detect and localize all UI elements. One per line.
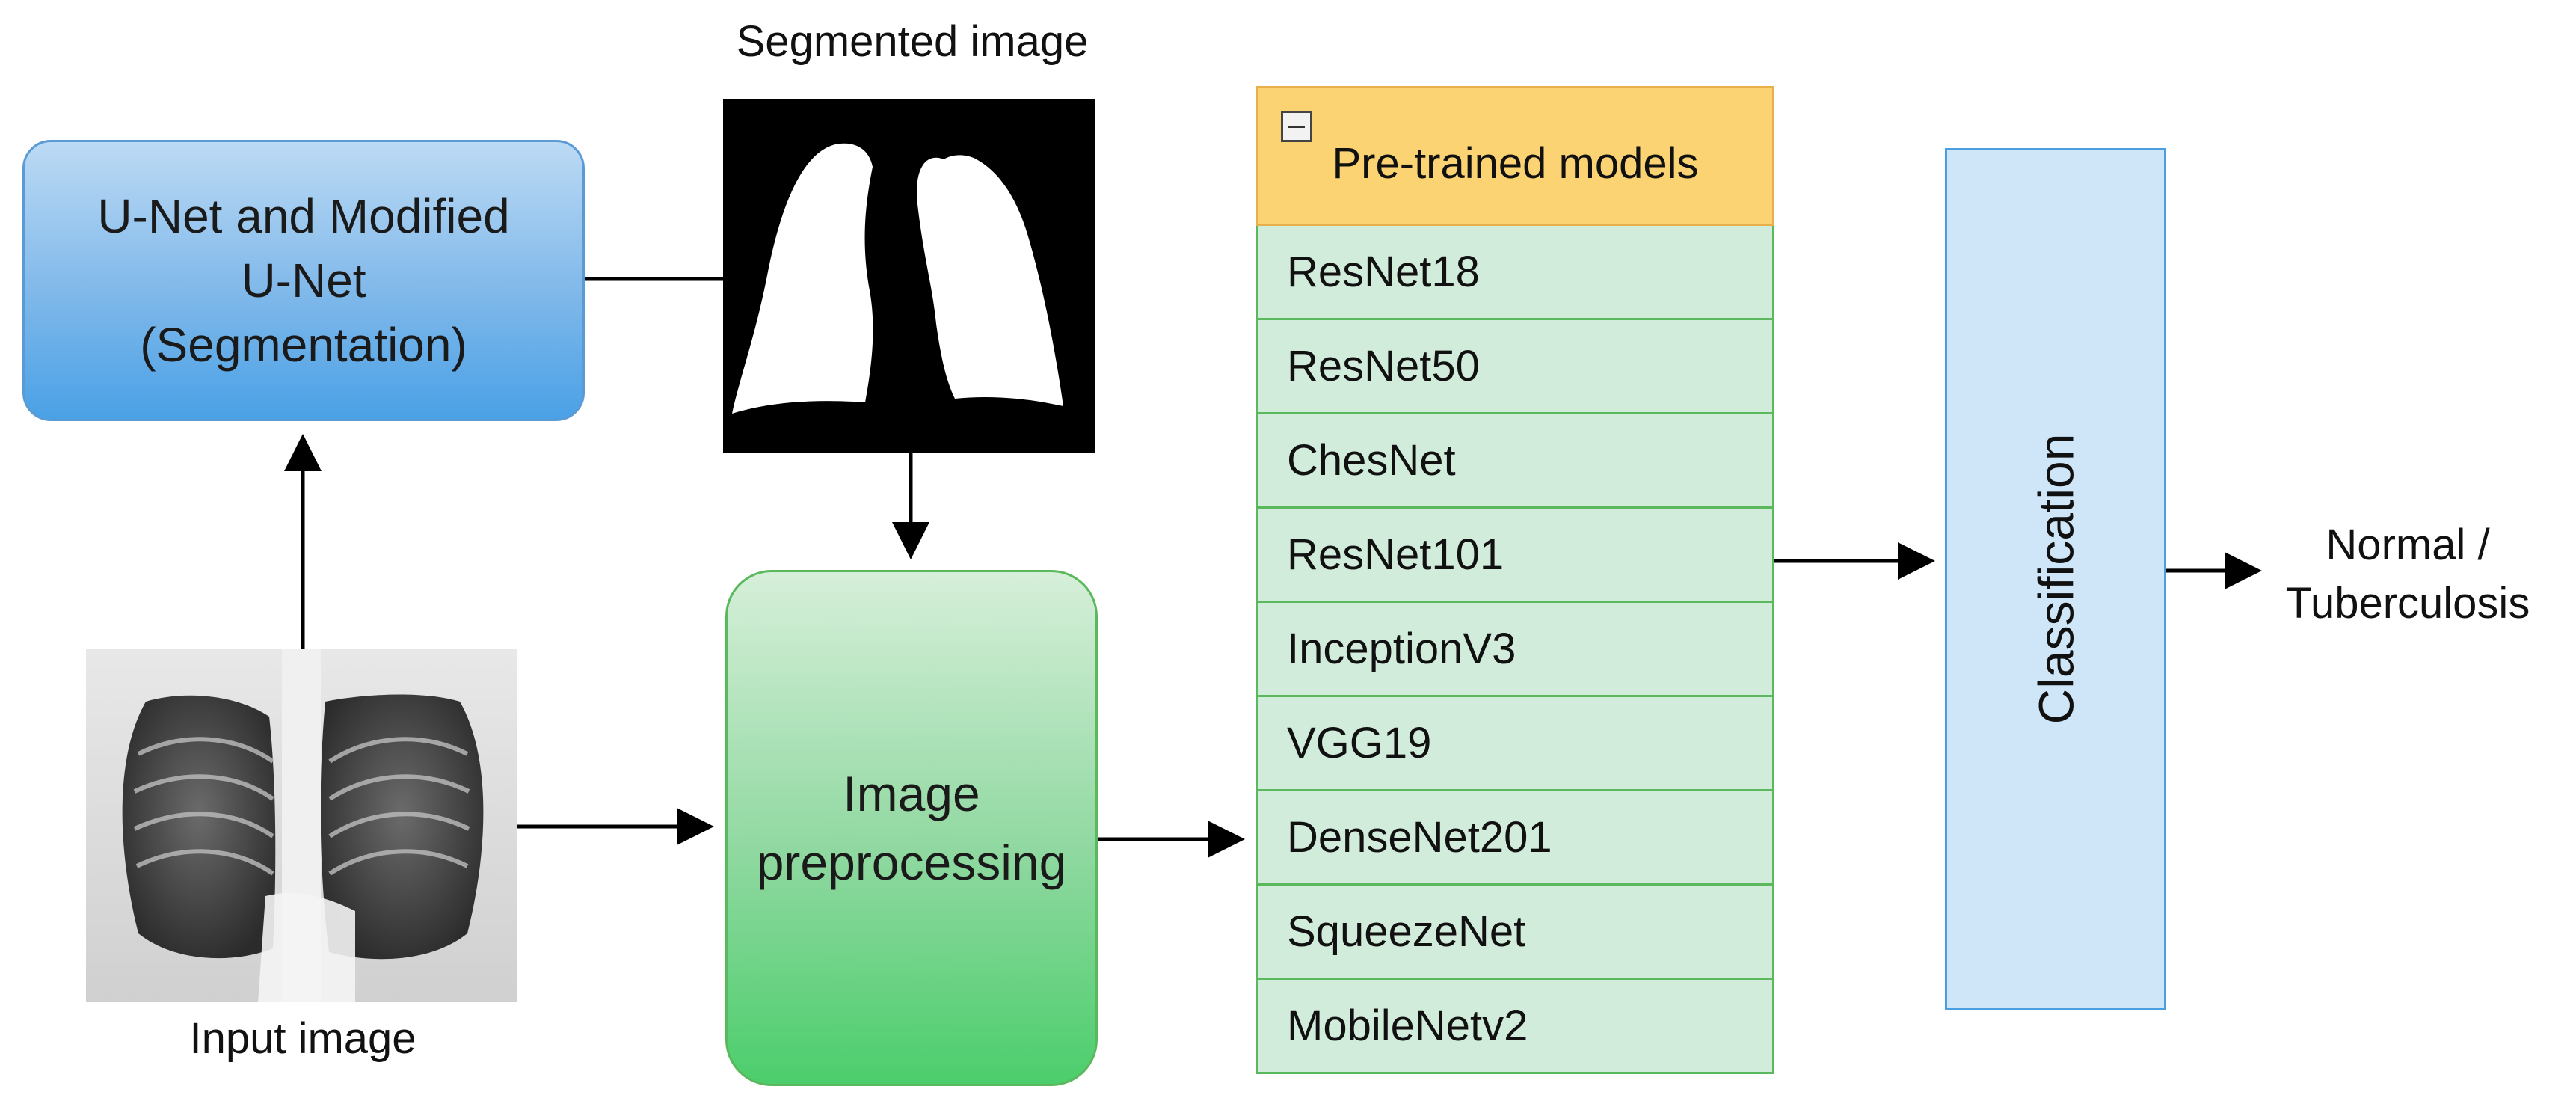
- model-item: ResNet18: [1256, 226, 1774, 320]
- collapse-icon[interactable]: [1281, 111, 1312, 142]
- image-preprocessing-box: Image preprocessing: [725, 570, 1098, 1086]
- model-item: InceptionV3: [1256, 603, 1774, 697]
- input-image-label: Input image: [189, 1014, 416, 1063]
- classification-box: Classification: [1945, 148, 2166, 1010]
- model-item: VGG19: [1256, 697, 1774, 791]
- unet-segmentation-box: U-Net and Modified U-Net (Segmentation): [22, 140, 585, 421]
- model-item: DenseNet201: [1256, 791, 1774, 886]
- model-item: SqueezeNet: [1256, 886, 1774, 980]
- pretrained-models-title: Pre-trained models: [1332, 139, 1699, 188]
- segmented-lung-image: [723, 99, 1095, 453]
- unet-segmentation-label: U-Net and Modified U-Net (Segmentation): [97, 189, 510, 372]
- pretrained-models-header: Pre-trained models: [1256, 86, 1774, 226]
- segmented-image-title: Segmented image: [736, 17, 1089, 66]
- model-item: ResNet50: [1256, 320, 1774, 414]
- image-preprocessing-label: Image preprocessing: [756, 766, 1067, 890]
- model-item: MobileNetv2: [1256, 980, 1774, 1074]
- input-chest-xray-image: [86, 649, 517, 1002]
- pretrained-models-container: Pre-trained models ResNet18 ResNet50 Che…: [1256, 86, 1774, 1074]
- output-label: Normal / Tuberculosis: [2285, 521, 2530, 628]
- model-item: ChesNet: [1256, 414, 1774, 509]
- model-item: ResNet101: [1256, 509, 1774, 603]
